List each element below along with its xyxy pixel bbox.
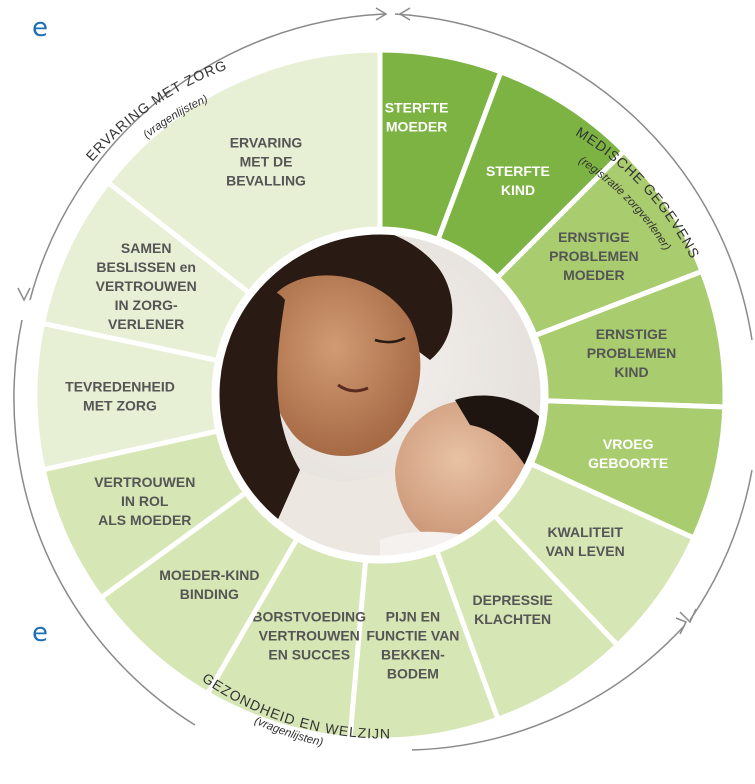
segment-label-line: PROBLEMEN xyxy=(549,248,638,264)
segment-label-line: VERTROUWEN xyxy=(96,278,197,294)
segment-label-line: MOEDER xyxy=(563,267,624,283)
wheel-segments: STERFTE MOEDER STERFTE KIND ERNSTIGE PROBLEME… xyxy=(32,47,728,743)
segment-label-depressie-klachten: DEPRESSIE KLACHTEN xyxy=(473,592,553,627)
segment-label-ernstige-problemen-moeder: ERNSTIGE PROBLEMEN MOEDER xyxy=(549,229,638,283)
segment-label-line: IN ZORG- xyxy=(115,297,178,313)
segment-label-vroeg-geboorte: VROEG GEBOORTE xyxy=(588,436,668,471)
segment-label-line: KLACHTEN xyxy=(474,611,551,627)
segment-label-sterfte-moeder: STERFTE MOEDER xyxy=(385,100,449,135)
segment-label-line: MOEDER xyxy=(386,119,447,135)
segment-label-line: VERTROUWEN xyxy=(259,627,360,643)
segment-label-ervaring-bevalling: ERVARING MET DE BEVALLING xyxy=(226,134,306,188)
segment-label-line: GEBOORTE xyxy=(588,455,668,471)
segment-label-moeder-kind-binding: MOEDER-KIND BINDING xyxy=(159,567,259,602)
outer-arrow-arcs xyxy=(13,7,753,751)
segment-label-line: ALS MOEDER xyxy=(98,512,191,528)
segment-label-line: VERTROUWEN xyxy=(94,474,195,490)
segment-label-line: KIND xyxy=(614,364,648,380)
segment-label-vertrouwen-rol: VERTROUWEN IN ROL ALS MOEDER xyxy=(94,474,195,528)
segment-label-line: ERNSTIGE xyxy=(596,326,668,342)
segment-ervaring-bevalling xyxy=(104,47,383,297)
segment-label-ernstige-problemen-kind: ERNSTIGE PROBLEMEN KIND xyxy=(587,326,676,380)
segment-label-sterfte-kind: STERFTE KIND xyxy=(486,163,550,198)
mother-baby-photo xyxy=(217,232,543,558)
segment-label-line: PROBLEMEN xyxy=(587,345,676,361)
segment-label-line: VERLENER xyxy=(108,316,184,332)
segment-label-line: BODEM xyxy=(387,665,439,681)
segment-label-line: MET DE xyxy=(240,153,293,169)
segment-label-line: BESLISSEN en xyxy=(96,259,196,275)
segment-label-line: TEVREDENHEID xyxy=(65,379,175,395)
segment-label-line: DEPRESSIE xyxy=(473,592,553,608)
segment-label-samen-beslissen: SAMEN BESLISSEN en VERTROUWEN IN ZORG- VERLE… xyxy=(96,240,197,332)
segment-label-kwaliteit-van-leven: KWALITEIT VAN LEVEN xyxy=(546,524,625,559)
segment-label-line: ERVARING xyxy=(230,134,303,150)
segment-label-line: MOEDER-KIND xyxy=(159,567,259,583)
segment-label-line: KWALITEIT xyxy=(547,524,623,540)
segment-label-line: STERFTE xyxy=(486,163,550,179)
segment-label-borstvoeding: BORSTVOEDING VERTROUWEN EN SUCCES xyxy=(252,608,366,662)
segment-label-line: IN ROL xyxy=(121,493,169,509)
segment-label-line: KIND xyxy=(501,182,535,198)
segment-label-line: BORSTVOEDING xyxy=(252,608,366,624)
side-letter-bottom: e xyxy=(32,618,48,648)
segment-label-pijn-bekkenbodem: PIJN EN FUNCTIE VAN BEKKEN- BODEM xyxy=(366,608,459,681)
segment-label-line: VAN LEVEN xyxy=(546,543,625,559)
segment-label-line: VROEG xyxy=(603,436,654,452)
segment-label-line: EN SUCCES xyxy=(268,646,350,662)
segment-label-line: MET ZORG xyxy=(83,398,157,414)
segment-label-line: SAMEN xyxy=(121,240,172,256)
segment-label-line: FUNCTIE VAN xyxy=(366,627,459,643)
segment-label-line: STERFTE xyxy=(385,100,449,116)
segment-label-tevredenheid: TEVREDENHEID MET ZORG xyxy=(65,379,175,414)
segment-label-line: ERNSTIGE xyxy=(558,229,630,245)
segment-label-line: PIJN EN xyxy=(386,608,440,624)
side-letter-top: e xyxy=(32,13,48,43)
segment-label-line: BEVALLING xyxy=(226,172,306,188)
segment-label-line: BEKKEN- xyxy=(381,646,445,662)
segment-label-line: BINDING xyxy=(180,586,239,602)
